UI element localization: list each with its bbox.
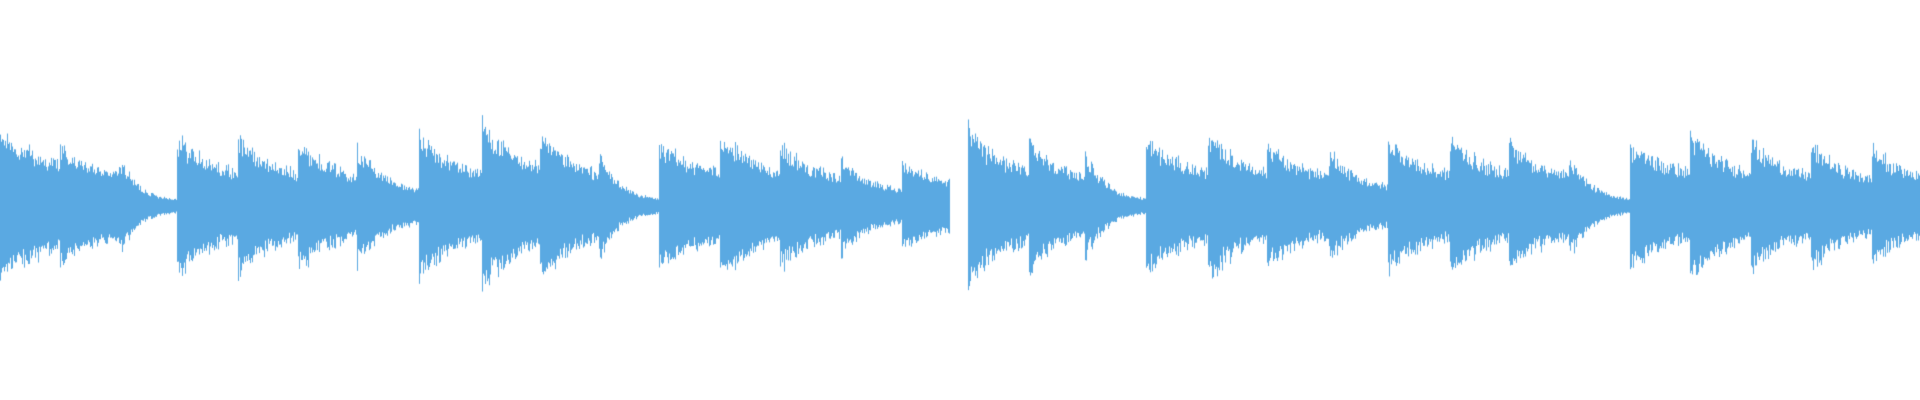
audio-waveform (0, 0, 1920, 400)
